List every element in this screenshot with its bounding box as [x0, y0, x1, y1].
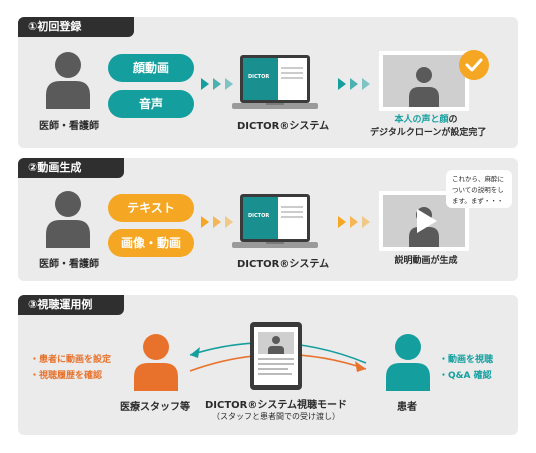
video-generation-panel: ②動画生成 医師・看護師 テキスト 画像・動画 DICTOR DICTOR®シス… — [18, 158, 518, 281]
clone-complete-label: 本人の声と顔の デジタルクローンが設定完了 — [370, 114, 487, 140]
arrow-right-icon — [338, 78, 372, 90]
viewing-mode-sublabel: （スタッフと患者間での受け渡し） — [212, 412, 340, 421]
clone-complete-line2: デジタルクローンが設定完了 — [370, 128, 487, 138]
laptop-logo: DICTOR — [248, 74, 270, 80]
medical-staff-person-icon — [132, 333, 180, 391]
clone-complete-rest: の — [448, 115, 458, 125]
staff-task-item: ・患者に動画を設定 — [30, 355, 112, 365]
section-tag: ②動画生成 — [18, 158, 124, 178]
laptop-icon: DICTOR — [232, 53, 318, 117]
system-label: DICTOR®システム — [237, 121, 330, 132]
checkmark-icon — [459, 50, 489, 80]
speech-bubble: これから、麻酔についての説明をします。まず・・・ — [446, 170, 512, 208]
patient-task-item: ・動画を視聴 — [439, 355, 494, 365]
arrow-right-icon — [201, 78, 235, 90]
clone-complete-accent: 本人の声と顔 — [394, 115, 449, 125]
section-tag: ①初回登録 — [18, 17, 134, 37]
patient-label: 患者 — [397, 402, 417, 413]
video-generated-label: 説明動画が生成 — [394, 256, 458, 266]
person-label: 医師・看護師 — [39, 121, 99, 132]
patient-tasks-list: ・動画を視聴 ・Q&A 確認 — [439, 352, 493, 384]
voice-pill: 音声 — [108, 90, 194, 118]
laptop-icon: DICTOR — [232, 192, 318, 256]
laptop-logo: DICTOR — [248, 213, 270, 219]
person-label: 医師・看護師 — [39, 259, 99, 270]
speech-bubble-text: これから、麻酔についての説明をします。まず・・・ — [452, 175, 504, 205]
viewing-example-panel: ③視聴運用例 ・患者に動画を設定 ・視聴履歴を確認 医療スタッフ等 — [18, 295, 518, 435]
viewing-mode-label: DICTOR®システム視聴モード — [204, 400, 348, 411]
image-video-pill: 画像・動画 — [108, 229, 194, 257]
face-video-pill: 顔動画 — [108, 54, 194, 82]
section-tag: ③視聴運用例 — [18, 295, 124, 315]
initial-registration-panel: ①初回登録 医師・看護師 顔動画 音声 DICTOR DICTOR®システム — [18, 17, 518, 148]
arrow-right-icon — [338, 216, 372, 228]
text-pill: テキスト — [108, 194, 194, 222]
staff-tasks-list: ・患者に動画を設定 ・視聴履歴を確認 — [30, 352, 111, 384]
system-label: DICTOR®システム — [237, 259, 330, 270]
patient-person-icon — [384, 333, 432, 391]
play-icon — [417, 209, 437, 233]
arrow-right-icon — [201, 216, 235, 228]
tablet-icon — [250, 322, 302, 394]
patient-task-item: ・Q&A 確認 — [439, 371, 492, 381]
staff-task-item: ・視聴履歴を確認 — [30, 371, 103, 381]
doctor-nurse-person-icon — [44, 51, 92, 109]
doctor-nurse-person-icon — [44, 190, 92, 248]
clone-video-preview — [379, 51, 469, 111]
medical-staff-label: 医療スタッフ等 — [120, 402, 190, 413]
